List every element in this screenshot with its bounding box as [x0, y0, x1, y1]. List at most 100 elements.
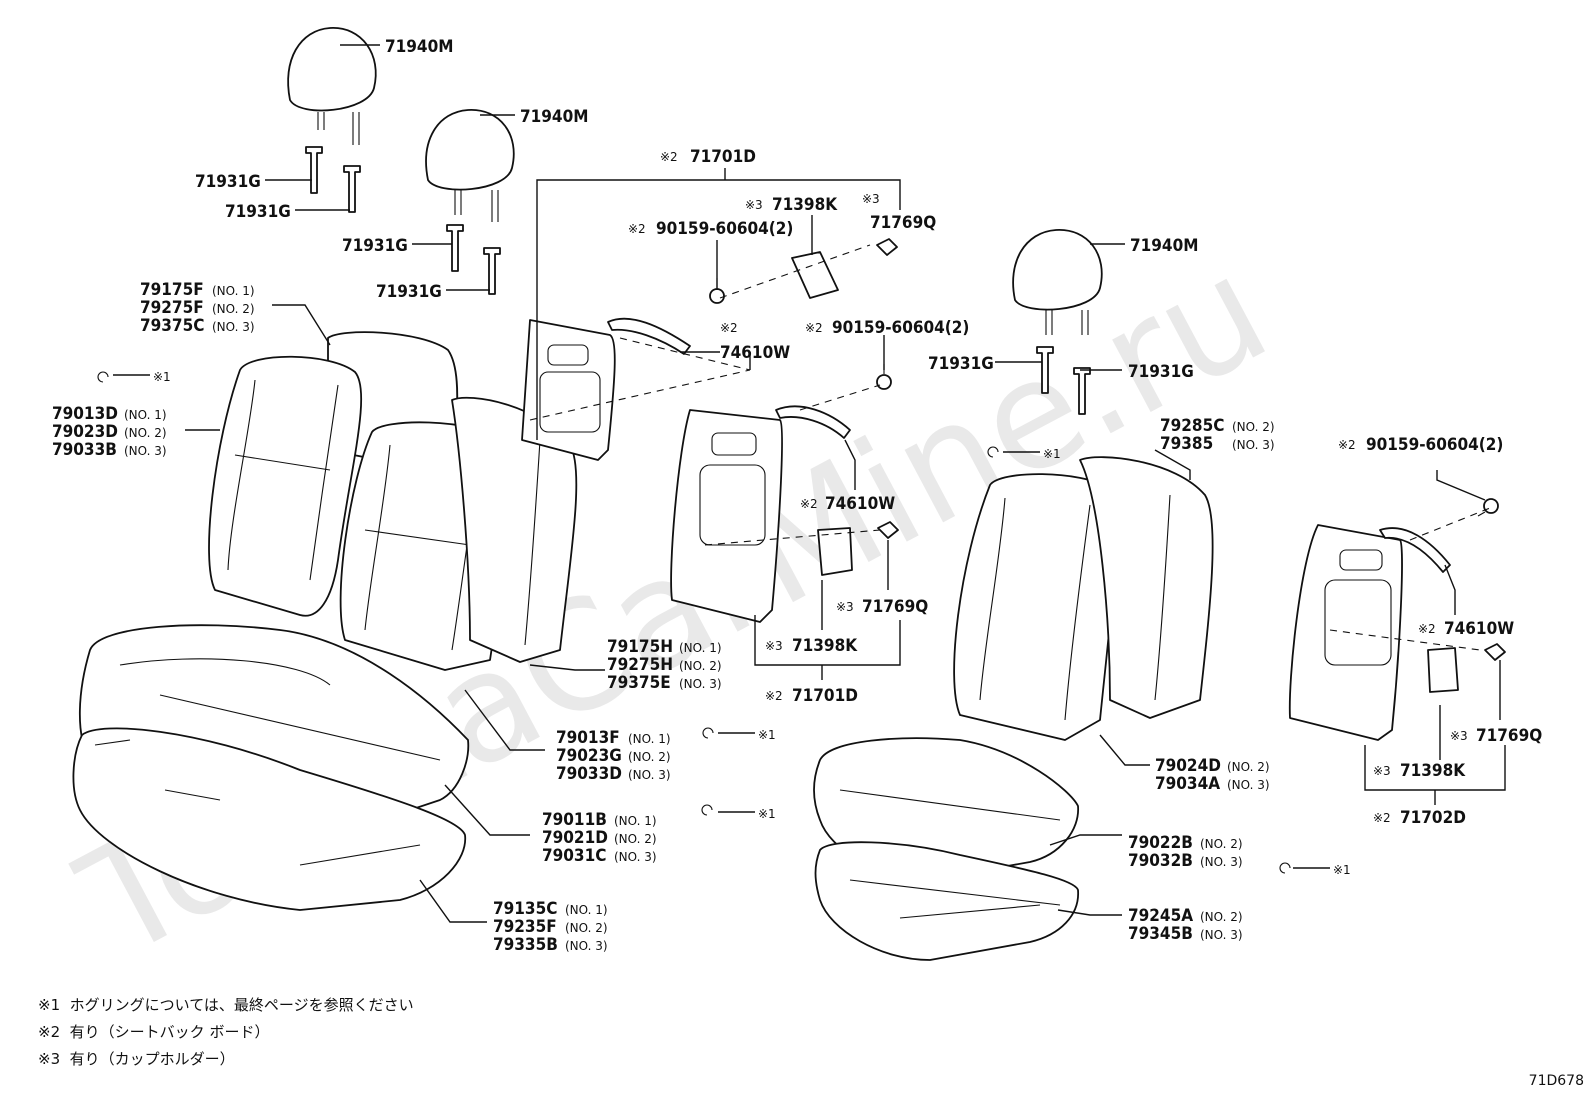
label-79245a[interactable]: 79245A: [1128, 906, 1193, 926]
label-guide-71931g-1[interactable]: 71931G: [195, 172, 261, 192]
label-holder-71769q-2[interactable]: 71769Q: [862, 597, 928, 617]
note-b1: ※2: [628, 222, 646, 236]
variant-u1: (NO. 2): [1200, 837, 1243, 851]
label-hinge-71398k-3[interactable]: 71398K: [1400, 761, 1466, 781]
label-holder-71769q-1[interactable]: 71769Q: [870, 213, 936, 233]
seatback-board-1[interactable]: [521, 319, 616, 461]
variant-a2: (NO. 2): [212, 302, 255, 316]
label-79033b[interactable]: 79033B: [52, 440, 117, 460]
variant-f2: (NO. 2): [628, 750, 671, 764]
label-79345b[interactable]: 79345B: [1128, 924, 1193, 944]
label-bolt-90159-1[interactable]: 90159-60604(2): [656, 219, 793, 239]
label-headrest-71940m-1[interactable]: 71940M: [385, 37, 453, 57]
label-handle-74610w-2[interactable]: 74610W: [825, 494, 895, 514]
label-79275h[interactable]: 79275H: [607, 655, 673, 675]
seatback-board-2[interactable]: [670, 409, 783, 623]
variant-d1: (NO. 1): [124, 408, 167, 422]
diagram-code: 71D678: [1528, 1073, 1584, 1089]
label-holder-71769q-3[interactable]: 71769Q: [1476, 726, 1542, 746]
alignment-dashes: [529, 244, 1491, 651]
label-cover-71701d-1[interactable]: 71701D: [690, 147, 756, 167]
label-79013f[interactable]: 79013F: [556, 728, 620, 748]
note-h1: ※2: [720, 321, 738, 335]
label-79021d[interactable]: 79021D: [542, 828, 608, 848]
variant-v2: (NO. 3): [1200, 928, 1243, 942]
label-79032b[interactable]: 79032B: [1128, 851, 1193, 871]
note-c3: ※2: [1373, 811, 1391, 825]
headrest-3[interactable]: [1012, 229, 1103, 335]
seat-cushion-pad[interactable]: [72, 727, 466, 911]
label-79031c[interactable]: 79031C: [542, 846, 606, 866]
label-79385[interactable]: 79385: [1160, 434, 1213, 454]
note-h3: ※2: [1418, 622, 1436, 636]
variant-e3: (NO. 3): [679, 677, 722, 691]
label-79023g[interactable]: 79023G: [556, 746, 622, 766]
seatback-right-outer[interactable]: [953, 473, 1118, 741]
seat-pad-right[interactable]: [814, 841, 1079, 961]
leader-lines: [113, 44, 1506, 923]
label-79022b[interactable]: 79022B: [1128, 833, 1193, 853]
label-79011b[interactable]: 79011B: [542, 810, 607, 830]
label-79013d[interactable]: 79013D: [52, 404, 118, 424]
label-79034a[interactable]: 79034A: [1155, 774, 1220, 794]
variant-r2: (NO. 3): [1232, 438, 1275, 452]
label-79033d[interactable]: 79033D: [556, 764, 622, 784]
label-guide-71931g-6[interactable]: 71931G: [1128, 362, 1194, 382]
label-79024d[interactable]: 79024D: [1155, 756, 1221, 776]
label-cover-71702d[interactable]: 71702D: [1400, 808, 1466, 828]
label-guide-71931g-2[interactable]: 71931G: [225, 202, 291, 222]
label-headrest-71940m-3[interactable]: 71940M: [1130, 236, 1198, 256]
hog-ring-note-4: ※1: [1043, 447, 1061, 461]
label-hinge-71398k-2[interactable]: 71398K: [792, 636, 858, 656]
label-79275f[interactable]: 79275F: [140, 298, 204, 318]
label-cover-71701d-2[interactable]: 71701D: [792, 686, 858, 706]
note-k1: ※3: [745, 198, 763, 212]
footnote-mark: ※1: [38, 996, 61, 1014]
hog-ring-note-5: ※1: [1333, 863, 1351, 877]
note-b3: ※2: [1338, 438, 1356, 452]
label-guide-71931g-5[interactable]: 71931G: [928, 354, 994, 374]
label-79023d[interactable]: 79023D: [52, 422, 118, 442]
variant-s1: (NO. 1): [614, 814, 657, 828]
variant-p3: (NO. 3): [565, 939, 608, 953]
footnote-mark: ※3: [38, 1050, 61, 1068]
label-79235f[interactable]: 79235F: [493, 917, 557, 937]
seatback-outer-left[interactable]: [208, 355, 363, 617]
hog-ring-note-2: ※1: [758, 728, 776, 742]
label-79335b[interactable]: 79335B: [493, 935, 558, 955]
label-79135c[interactable]: 79135C: [493, 899, 557, 919]
note-h2: ※2: [800, 497, 818, 511]
label-headrest-71940m-2[interactable]: 71940M: [520, 107, 588, 127]
label-bolt-90159-3[interactable]: 90159-60604(2): [1366, 435, 1503, 455]
variant-p1: (NO. 1): [565, 903, 608, 917]
variant-f3: (NO. 3): [628, 768, 671, 782]
seatback-right-inner[interactable]: [1079, 456, 1214, 719]
label-guide-71931g-3[interactable]: 71931G: [342, 236, 408, 256]
variant-a3: (NO. 3): [212, 320, 255, 334]
label-handle-74610w-1[interactable]: 74610W: [720, 343, 790, 363]
variant-s2: (NO. 2): [614, 832, 657, 846]
label-79175f[interactable]: 79175F: [140, 280, 204, 300]
footnote-text: 有り（シートバック ボード）: [69, 1023, 270, 1041]
variant-t1: (NO. 2): [1227, 760, 1270, 774]
variant-e2: (NO. 2): [679, 659, 722, 673]
headrest-2[interactable]: [425, 109, 515, 222]
label-79175h[interactable]: 79175H: [607, 637, 673, 657]
footnote-1: ※1 ホグリングについては、最終ページを参照ください: [38, 992, 414, 1019]
variant-r1: (NO. 2): [1232, 420, 1275, 434]
label-79375c[interactable]: 79375C: [140, 316, 204, 336]
label-79375e[interactable]: 79375E: [607, 673, 671, 693]
footnote-3: ※3 有り（カップホルダー）: [38, 1046, 414, 1073]
label-guide-71931g-4[interactable]: 71931G: [376, 282, 442, 302]
note-c2: ※2: [765, 689, 783, 703]
label-bolt-90159-2[interactable]: 90159-60604(2): [832, 318, 969, 338]
variant-t2: (NO. 3): [1227, 778, 1270, 792]
label-79285c[interactable]: 79285C: [1160, 416, 1224, 436]
variant-a1: (NO. 1): [212, 284, 255, 298]
variant-s3: (NO. 3): [614, 850, 657, 864]
label-handle-74610w-3[interactable]: 74610W: [1444, 619, 1514, 639]
note-c1: ※2: [660, 150, 678, 164]
label-hinge-71398k-1[interactable]: 71398K: [772, 195, 838, 215]
